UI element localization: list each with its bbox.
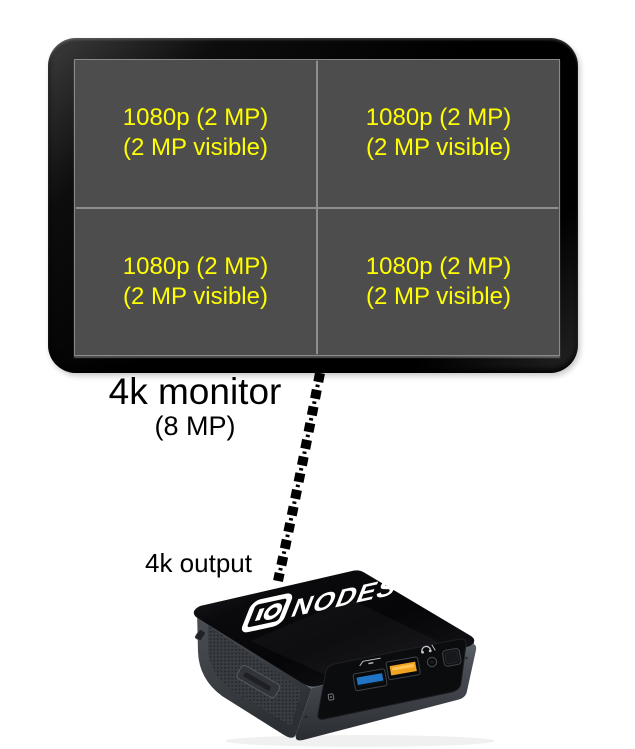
quadrant-bottom-left: 1080p (2 MP) (2 MP visible)	[75, 208, 316, 355]
output-label: 4k output	[145, 548, 252, 578]
quadrant-resolution: 1080p (2 MP)	[365, 252, 512, 280]
quadrant-top-left: 1080p (2 MP) (2 MP visible)	[75, 60, 316, 207]
monitor-screen: 1080p (2 MP) (2 MP visible) 1080p (2 MP)…	[74, 59, 560, 356]
usb-charging-port	[385, 656, 421, 681]
mic-hole-icon	[465, 656, 468, 660]
monitor-caption: 4k monitor (8 MP)	[74, 372, 316, 441]
io-mark-icon	[241, 593, 293, 633]
power-button	[441, 648, 462, 667]
connector-dashed-line	[273, 372, 325, 583]
screw-dot	[304, 715, 308, 719]
quadrant-visible: (2 MP visible)	[123, 134, 268, 162]
quadrant-visible: (2 MP visible)	[366, 282, 511, 310]
monitor-frame: 1080p (2 MP) (2 MP visible) 1080p (2 MP)…	[48, 38, 578, 373]
quadrant-visible: (2 MP visible)	[123, 282, 268, 310]
quadrant-top-right: 1080p (2 MP) (2 MP visible)	[318, 60, 559, 207]
storage-icon	[327, 693, 335, 701]
monitor-name-label: 4k monitor	[108, 371, 282, 412]
usb-speed-icon	[359, 657, 381, 667]
quadrant-resolution: 1080p (2 MP)	[365, 104, 512, 132]
quadrant-visible: (2 MP visible)	[366, 134, 511, 162]
monitor-size-label: (8 MP)	[154, 411, 236, 441]
decoder-device: NODES	[193, 570, 495, 747]
audio-jack	[426, 656, 438, 668]
headset-icon	[421, 644, 436, 654]
usb3-port	[352, 668, 388, 692]
quadrant-resolution: 1080p (2 MP)	[122, 252, 269, 280]
device-shadow	[225, 735, 495, 747]
lock-slot-icon	[194, 629, 206, 642]
sd-card-slot	[236, 664, 281, 699]
quadrant-bottom-right: 1080p (2 MP) (2 MP visible)	[318, 208, 559, 355]
quadrant-resolution: 1080p (2 MP)	[122, 104, 269, 132]
